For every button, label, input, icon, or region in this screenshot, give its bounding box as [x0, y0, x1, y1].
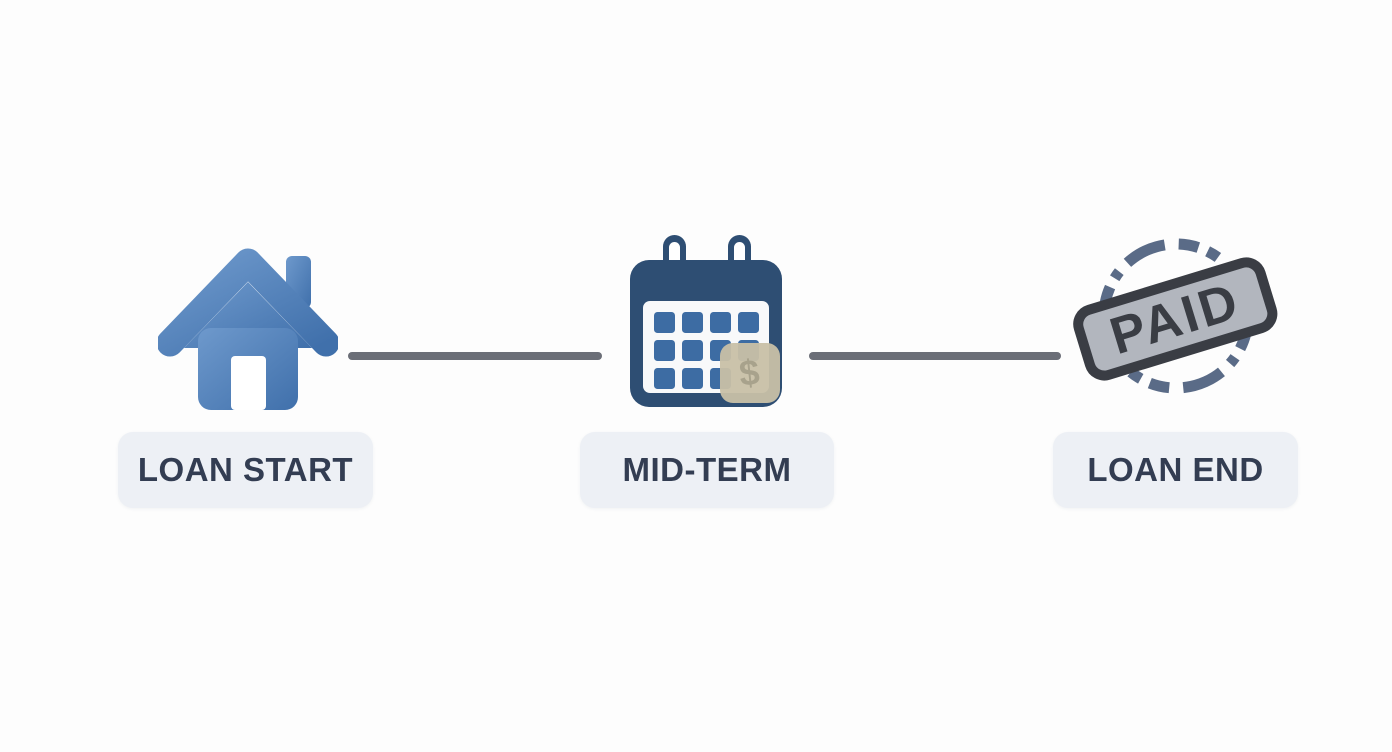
house-icon: [158, 248, 338, 410]
paid-stamp-icon: PAID: [1073, 238, 1278, 394]
stage-label-mid-term: MID-TERM: [580, 432, 834, 508]
stage-label-text: LOAN START: [137, 451, 354, 488]
stage-label-text: LOAN END: [1087, 451, 1264, 488]
stage-label-text: MID-TERM: [622, 451, 792, 488]
house-door: [231, 356, 266, 410]
stage-label-loan-end: LOAN END: [1053, 432, 1298, 508]
dollar-badge: $: [720, 343, 780, 403]
calendar-payment-icon: $: [630, 235, 782, 407]
timeline-connector-1: [348, 352, 602, 360]
stage-label-loan-start: LOAN START: [118, 432, 373, 508]
dollar-sign: $: [737, 351, 761, 394]
timeline-connector-2: [809, 352, 1061, 360]
